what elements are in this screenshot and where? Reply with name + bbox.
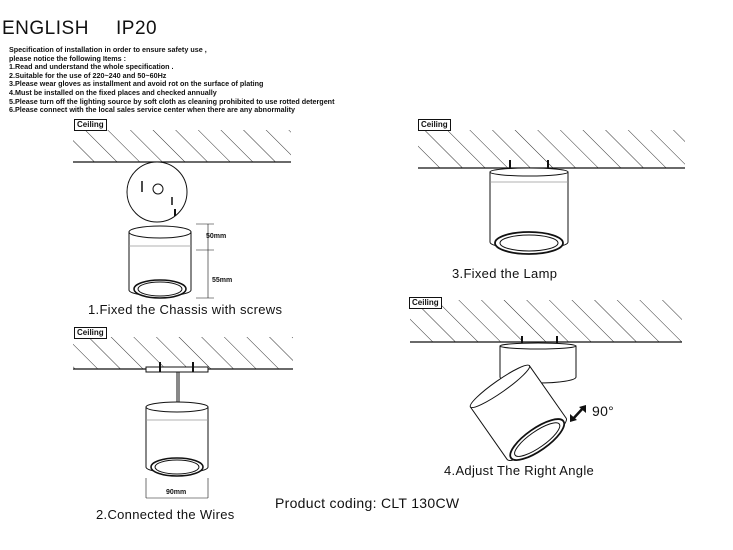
caption-step4: 4.Adjust The Right Angle xyxy=(444,463,595,478)
angle-label: 90° xyxy=(592,403,615,419)
ceiling-label-2: Ceiling xyxy=(74,327,107,339)
header-ip-rating: IP20 xyxy=(116,18,158,39)
angle-arrow-icon xyxy=(570,405,586,422)
lamp-body-step1 xyxy=(128,223,214,299)
chassis-wires xyxy=(145,362,209,404)
lamp-body-step2 xyxy=(145,401,209,499)
ceiling-2 xyxy=(73,337,293,369)
note-line: 6.Please connect with the local sales se… xyxy=(9,105,296,115)
caption-step3: 3.Fixed the Lamp xyxy=(452,266,558,281)
dimension-bottom: 55mm xyxy=(212,277,233,284)
ceiling-1 xyxy=(73,130,291,162)
note-line: 1.Read and understand the whole specific… xyxy=(9,62,174,72)
note-line: please notice the following Items : xyxy=(9,53,127,63)
note-line: Specification of installation in order t… xyxy=(9,45,207,54)
dimension-top: 50mm xyxy=(206,233,227,240)
ceiling-label-4: Ceiling xyxy=(409,297,442,309)
caption-step1: 1.Fixed the Chassis with screws xyxy=(88,302,283,317)
note-line: 2.Suitable for the use of 220~240 and 50… xyxy=(9,70,167,80)
note-line: 5.Please turn off the lighting source by… xyxy=(9,96,335,106)
lamp-body-step3 xyxy=(489,160,569,255)
note-line: 3.Please wear gloves as installment and … xyxy=(9,79,264,89)
ceiling-4 xyxy=(410,300,682,342)
note-line: 4.Must be installed on the fixed places … xyxy=(9,87,217,97)
ceiling-label-1: Ceiling xyxy=(74,119,107,131)
product-code: Product coding: CLT 130CW xyxy=(275,495,460,511)
ceiling-label-3: Ceiling xyxy=(418,119,451,131)
header-language: ENGLISH xyxy=(2,18,89,39)
chassis-plate xyxy=(126,161,188,223)
lamp-body-step4 xyxy=(469,336,586,461)
safety-notes: Specification of installation in order t… xyxy=(9,45,335,115)
dimension-width: 90mm xyxy=(166,489,187,496)
caption-step2: 2.Connected the Wires xyxy=(96,507,235,522)
ceiling-3 xyxy=(418,130,685,168)
